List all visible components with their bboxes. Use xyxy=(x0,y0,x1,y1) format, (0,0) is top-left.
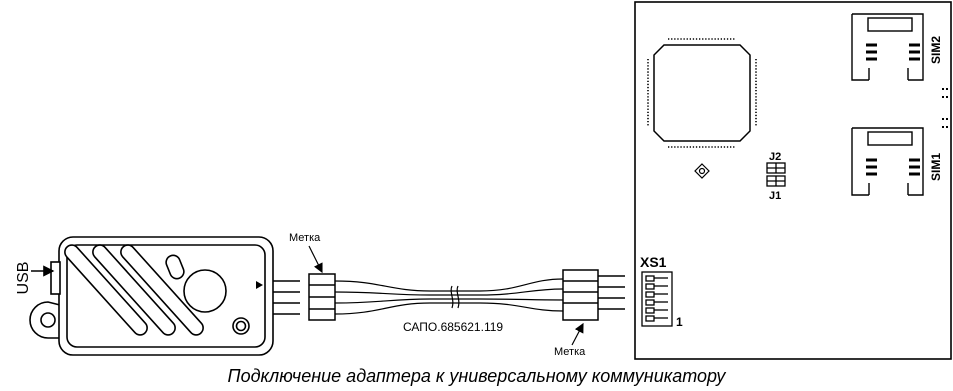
mark-arrow-bottom xyxy=(571,322,584,346)
cable-code: САПО.685621.119 xyxy=(403,320,503,334)
adapter-pins xyxy=(273,280,300,315)
sim2-holder xyxy=(851,13,924,81)
pin1-label: 1 xyxy=(676,315,683,329)
right-connector-housing xyxy=(562,269,599,321)
usb-adapter xyxy=(29,236,274,356)
sim2-label: SIM2 xyxy=(929,36,943,64)
small-component xyxy=(694,163,710,179)
usb-label: USB xyxy=(15,262,32,295)
sim2-pins xyxy=(866,43,920,61)
j2-label: J2 xyxy=(769,151,781,163)
sim1-holder xyxy=(851,127,924,196)
sim1-pins xyxy=(866,158,920,176)
mcu-chip xyxy=(653,44,751,142)
mark-label-bottom: Метка xyxy=(554,346,586,358)
xs1-label: XS1 xyxy=(640,254,667,270)
edge-dots xyxy=(942,88,948,128)
jumper-j2 xyxy=(766,162,786,174)
right-connector-pins xyxy=(598,275,625,310)
sim1-label: SIM1 xyxy=(929,153,943,181)
jumper-j1 xyxy=(766,175,786,187)
cable-wires xyxy=(334,278,564,315)
diagram-caption: Подключение адаптера к универсальному ко… xyxy=(227,366,726,386)
left-connector-housing xyxy=(308,273,336,321)
chip-pins xyxy=(647,38,757,148)
j1-label: J1 xyxy=(769,190,781,202)
connection-diagram: USB Метка Метка САПО.685621.119 xyxy=(15,1,952,360)
mark-arrow-top xyxy=(308,245,323,274)
mark-label-top: Метка xyxy=(289,232,321,244)
xs1-connector xyxy=(641,271,673,327)
